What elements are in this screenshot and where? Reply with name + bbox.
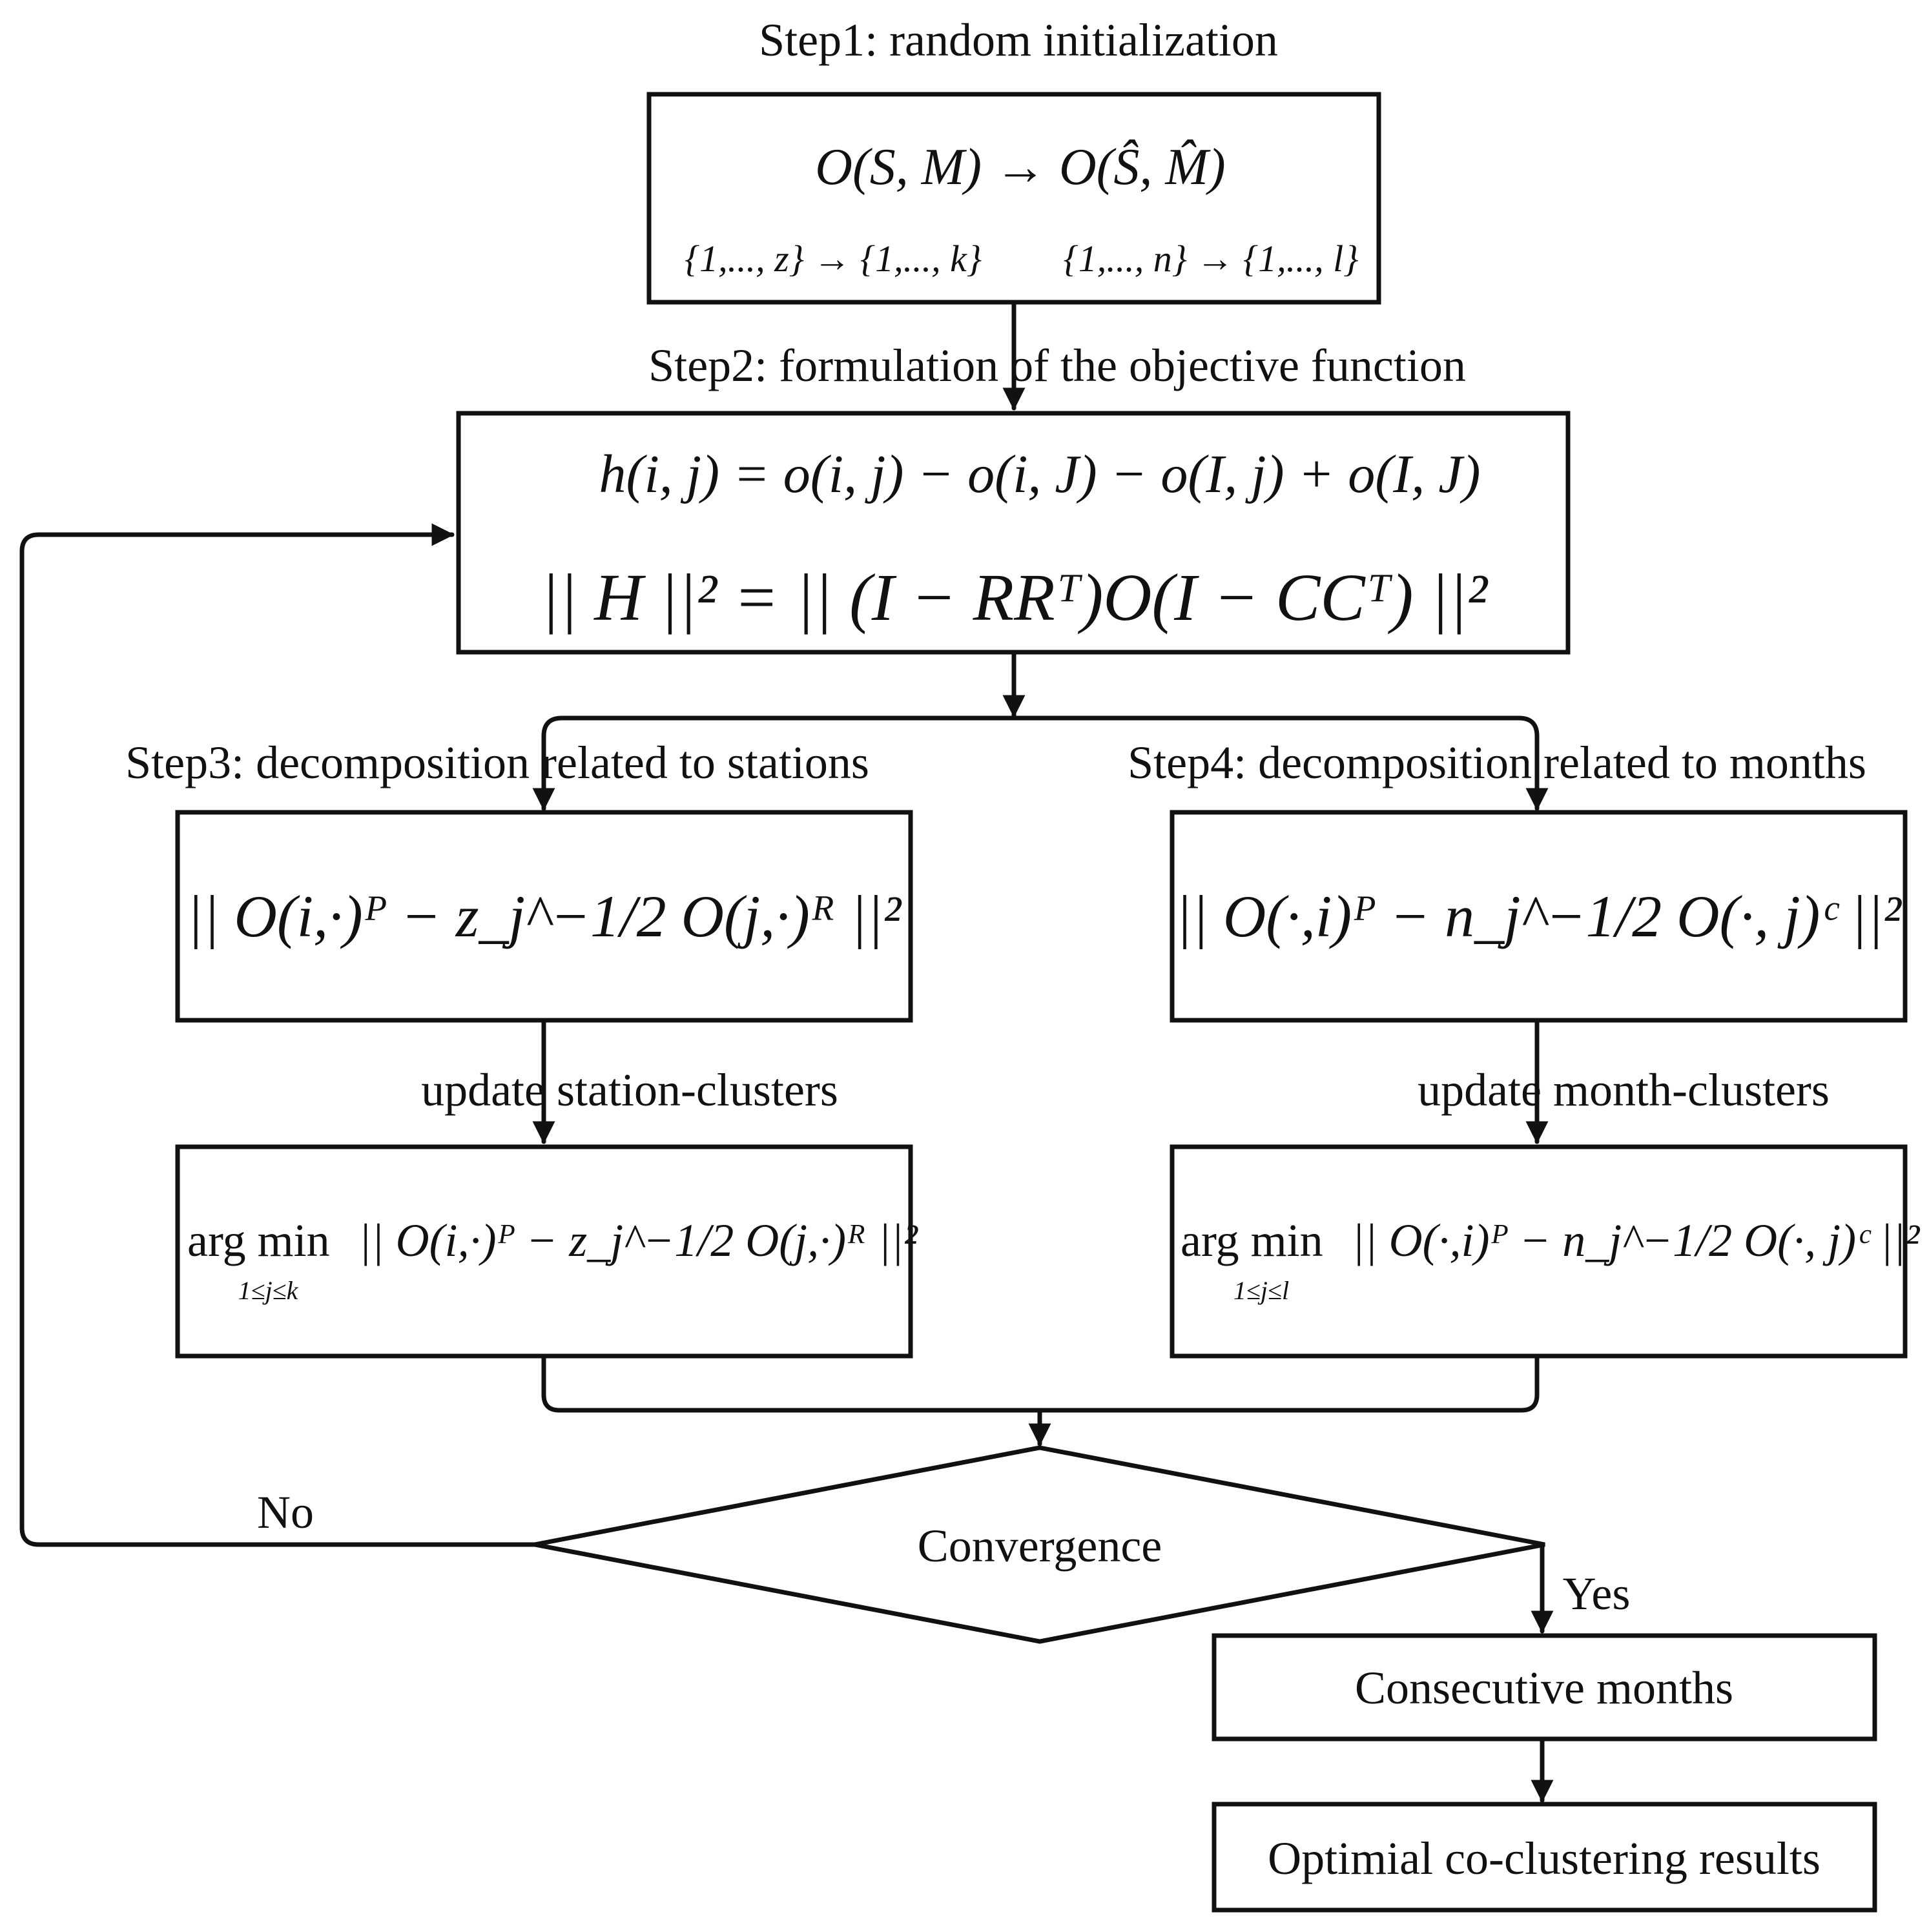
init-equation-rows: {1,..., z} → {1,..., k}	[685, 238, 982, 280]
convergence-diamond	[534, 1445, 1545, 1644]
init-box	[646, 92, 1381, 305]
month-decomposition-equation: || O(·,i)ᴾ − n_j^−1/2 O(·, j)ᶜ ||²	[1175, 883, 1902, 949]
month-argmin-subscript: 1≤j≤l	[1233, 1276, 1289, 1305]
step4-label: Step4: decomposition related to months	[1128, 737, 1866, 788]
no-label: No	[257, 1486, 314, 1538]
station-argmin-subscript: 1≤j≤k	[238, 1276, 299, 1305]
convergence-label: Convergence	[918, 1520, 1162, 1572]
result-box	[1212, 1802, 1877, 1913]
objective-equation-norm: || H ||² = || (I − RRᵀ)O(I − CCᵀ) ||²	[541, 560, 1489, 635]
station-decomposition-equation: || O(i,·)ᴾ − z_j^−1/2 O(j,·)ᴿ ||²	[187, 883, 902, 949]
update-month-label: update month-clusters	[1418, 1064, 1830, 1116]
month-decomposition-box	[1170, 810, 1908, 1023]
consecutive-months-label: Consecutive months	[1355, 1662, 1733, 1714]
yes-label: Yes	[1563, 1568, 1631, 1619]
month-update-equation: || O(·,i)ᴾ − n_j^−1/2 O(·, j)ᶜ ||²	[1352, 1215, 1921, 1266]
edge-split-to-months	[1011, 715, 1549, 811]
station-decomposition-box	[175, 810, 913, 1023]
month-update-box	[1170, 1144, 1908, 1359]
step1-label: Step1: random initialization	[759, 14, 1278, 66]
step3-label: Step3: decomposition related to stations	[125, 737, 869, 788]
objective-equation-h: h(i, j) = o(i, j) − o(i, J) − o(I, j) + …	[599, 444, 1481, 504]
step2-label: Step2: formulation of the objective func…	[648, 340, 1466, 391]
result-label: Optimial co-clustering results	[1268, 1833, 1821, 1884]
station-argmin: arg min	[187, 1215, 330, 1266]
edge-no-loop-back	[19, 523, 537, 1547]
edge-split-to-stations	[532, 715, 1016, 811]
month-argmin: arg min	[1181, 1215, 1323, 1266]
init-equation-mapping: O(S, M) → O(Ŝ, M̂)	[815, 139, 1225, 196]
edge-merge-updates	[541, 1353, 1540, 1413]
init-equation-cols: {1,..., n} → {1,..., l}	[1064, 238, 1359, 280]
objective-box	[456, 411, 1571, 655]
station-update-equation: || O(i,·)ᴾ − z_j^−1/2 O(j,·)ᴿ ||²	[358, 1215, 918, 1266]
update-station-label: update station-clusters	[421, 1064, 838, 1116]
station-update-box	[175, 1144, 913, 1359]
